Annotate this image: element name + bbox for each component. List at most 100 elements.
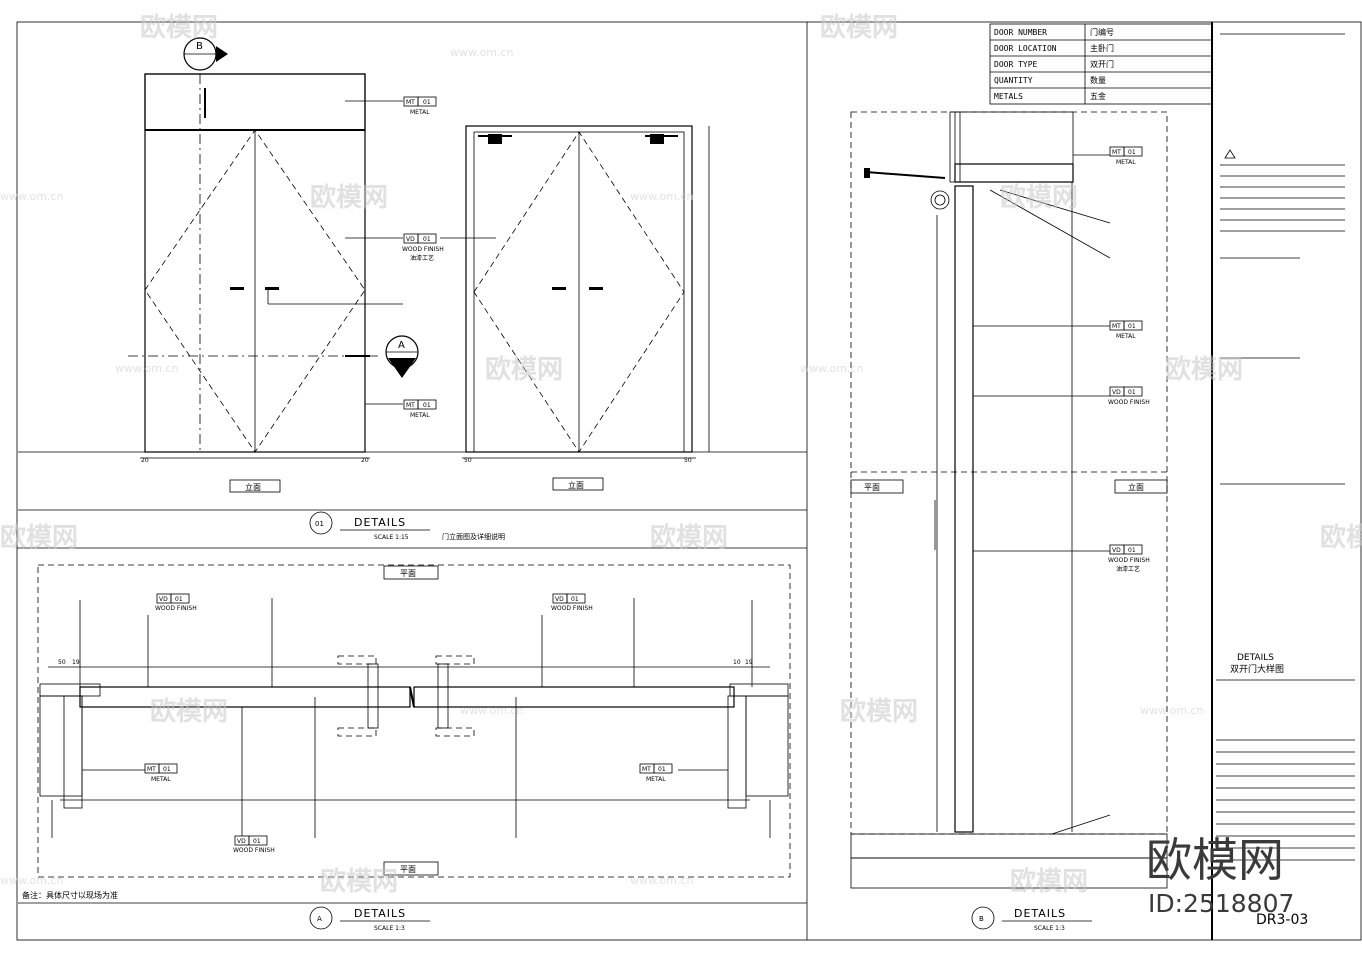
schedule-value-1: 主卧门 — [1090, 43, 1114, 53]
svg-text:VD: VD — [555, 596, 564, 603]
watermark-url-6: www.om.cn — [460, 704, 523, 717]
elevation-left-tag: 立面 — [245, 482, 261, 492]
schedule-label-0: DOOR NUMBER — [994, 28, 1047, 37]
schedule-value-2: 双开门 — [1090, 59, 1114, 69]
watermark-layer: 欧模网 欧模网 欧模网 欧模网 欧模网 欧模网 欧模网 欧模网 欧模网 欧模网 … — [0, 12, 1362, 897]
svg-text:WOOD FINISH: WOOD FINISH — [1108, 399, 1150, 406]
sheet-title-cn: 双开门大样图 — [1230, 663, 1284, 675]
svg-text:01: 01 — [423, 236, 431, 243]
watermark-url-5: www.om.cn — [800, 362, 863, 375]
svg-text:01: 01 — [658, 766, 666, 773]
svg-text:MT: MT — [1112, 323, 1121, 330]
elevation-left: 20 20 立面 — [18, 73, 807, 493]
section-marker-b: B — [183, 37, 228, 71]
svg-text:METAL: METAL — [646, 776, 666, 783]
svg-text:01: 01 — [1128, 323, 1136, 330]
material-tag-vd-plan-3: VD 01 WOOD FINISH — [233, 835, 275, 854]
svg-text:DETAILS: DETAILS — [1014, 907, 1066, 920]
material-tag-vd-sec-2: VD 01 WOOD FINISH 油漆工艺 — [1108, 544, 1150, 573]
svg-text:METAL: METAL — [1116, 333, 1136, 340]
svg-text:DETAILS: DETAILS — [354, 516, 406, 529]
svg-text:A: A — [317, 915, 322, 923]
watermark-brand-3: 欧模网 — [310, 182, 388, 213]
detail-title-b: B DETAILS SCALE 1:3 — [971, 906, 1092, 932]
marker-a-letter: A — [398, 340, 405, 351]
plan-bottom-tag: 平面 — [400, 865, 416, 874]
watermark-brand-11: 欧模网 — [840, 696, 918, 727]
material-tag-mt-2: MT 01 METAL — [403, 399, 437, 419]
svg-text:VD: VD — [159, 596, 168, 603]
dim-plan-d: 10 — [733, 659, 741, 666]
watermark-brand-7: 欧模网 — [0, 522, 78, 553]
plan-section-a: 平面 平面 50 19 19 10 — [22, 564, 791, 900]
stamp-id: ID:2518807 — [1148, 889, 1294, 918]
material-tag-mt-plan-2: MT 01 METAL — [639, 763, 673, 783]
stamp-brand: 欧模网 — [1146, 833, 1284, 887]
material-tag-vd-1: VD 01 WOOD FINISH 油漆工艺 — [402, 233, 444, 262]
svg-text:DETAILS: DETAILS — [354, 907, 406, 920]
svg-text:01: 01 — [253, 838, 261, 845]
marker-b-letter: B — [196, 41, 203, 52]
watermark-brand-10: 欧模网 — [150, 696, 228, 727]
plan-top-tag: 平面 — [400, 569, 416, 578]
material-tag-mt-sec-1: MT 01 METAL — [1109, 146, 1143, 166]
schedule-label-1: DOOR LOCATION — [994, 44, 1057, 53]
watermark-brand-5: 欧模网 — [485, 354, 563, 385]
section-left-tag: 平面 — [864, 483, 880, 492]
svg-text:油漆工艺: 油漆工艺 — [410, 254, 434, 262]
svg-text:01: 01 — [175, 596, 183, 603]
section-marker-a: A — [345, 335, 419, 378]
svg-text:01: 01 — [1128, 149, 1136, 156]
svg-text:WOOD FINISH: WOOD FINISH — [402, 246, 444, 253]
dim-plan-c: 19 — [745, 659, 753, 666]
watermark-url-8: www.om.cn — [0, 874, 63, 887]
svg-text:METAL: METAL — [151, 776, 171, 783]
material-tag-mt-sec-2: MT 01 METAL — [1109, 320, 1143, 340]
schedule-value-3: 数量 — [1090, 75, 1106, 85]
plan-note: 备注：具体尺寸以现场为准 — [22, 890, 118, 900]
svg-text:油漆工艺: 油漆工艺 — [1116, 565, 1140, 573]
watermark-brand-8: 欧模网 — [650, 522, 728, 553]
svg-text:MT: MT — [642, 766, 651, 773]
svg-text:01: 01 — [163, 766, 171, 773]
svg-text:WOOD FINISH: WOOD FINISH — [155, 605, 197, 612]
sheet-title-en: DETAILS — [1237, 653, 1274, 663]
material-tag-vd-plan-2: VD 01 WOOD FINISH — [551, 593, 593, 612]
watermark-url-3: www.om.cn — [630, 190, 693, 203]
svg-text:METAL: METAL — [410, 412, 430, 419]
watermark-brand-2: 欧模网 — [820, 12, 898, 43]
watermark-url-7: www.om.cn — [1140, 704, 1203, 717]
vertical-section-b: 平面 立面 — [850, 111, 1168, 889]
detail-title-a: A DETAILS SCALE 1:3 — [18, 902, 807, 932]
sheet-border — [16, 21, 1362, 941]
svg-text:METAL: METAL — [410, 109, 430, 116]
svg-text:SCALE 1:15: SCALE 1:15 — [374, 534, 409, 541]
material-tag-vd-sec-1: VD 01 WOOD FINISH — [1108, 386, 1150, 406]
watermark-brand-13: 欧模网 — [1010, 866, 1088, 897]
svg-text:VD: VD — [237, 838, 246, 845]
svg-text:VD: VD — [406, 236, 415, 243]
section-right-tag: 立面 — [1128, 482, 1144, 492]
material-tag-mt-plan-1: MT 01 METAL — [144, 763, 178, 783]
svg-text:01: 01 — [423, 99, 431, 106]
svg-text:B: B — [979, 915, 984, 923]
material-tag-mt-1: MT 01 METAL — [403, 96, 437, 116]
svg-text:WOOD FINISH: WOOD FINISH — [551, 605, 593, 612]
svg-text:WOOD FINISH: WOOD FINISH — [233, 847, 275, 854]
svg-text:MT: MT — [1112, 149, 1121, 156]
material-tag-vd-plan-1: VD 01 WOOD FINISH — [155, 593, 197, 612]
dim-right-b: 50 — [684, 457, 692, 464]
watermark-brand-12: 欧模网 — [320, 866, 398, 897]
schedule-label-3: QUANTITY — [994, 76, 1033, 85]
title-block: DETAILS 双开门大样图 DR3-03 — [1216, 33, 1355, 928]
dim-left-b: 20 — [361, 457, 369, 464]
drawing-number: DR3-03 — [1256, 912, 1308, 928]
svg-text:VD: VD — [1112, 547, 1121, 554]
svg-text:MT: MT — [406, 99, 415, 106]
svg-text:MT: MT — [147, 766, 156, 773]
svg-text:WOOD FINISH: WOOD FINISH — [1108, 557, 1150, 564]
watermark-brand-1: 欧模网 — [140, 12, 218, 43]
svg-text:METAL: METAL — [1116, 159, 1136, 166]
